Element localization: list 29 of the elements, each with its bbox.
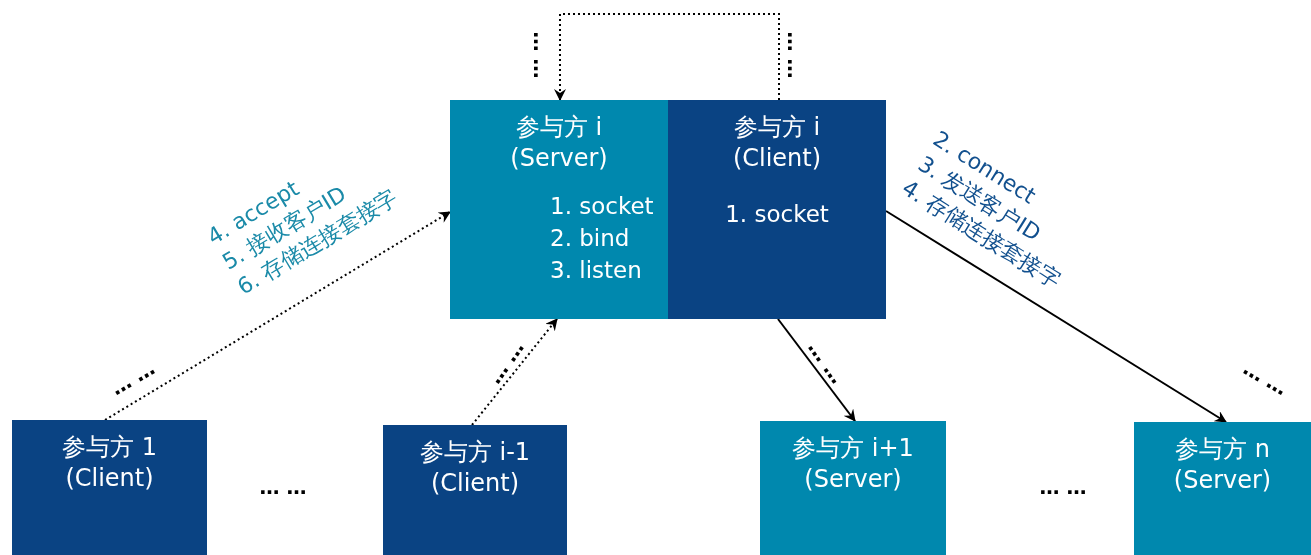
participant-title: 参与方 1 (Client) [61,432,158,494]
participant-title: 参与方 i (Client) [731,112,823,174]
ellipsis: … … [1239,357,1291,399]
participant-title: 参与方 n (Server) [1172,434,1273,496]
server-box [450,100,668,319]
server-box [760,421,946,555]
arrow [777,318,856,422]
arrow [471,318,558,426]
server-box [1134,422,1311,555]
ellipsis: … … [483,337,527,387]
arrow [104,211,451,421]
step-text: 1. socket [725,200,829,229]
ellipsis: … … [785,31,805,79]
ellipsis: … … [259,477,307,497]
arrow [885,210,1227,423]
client-box [668,100,886,319]
step-text: 3. listen [549,256,642,285]
ellipsis: … … [106,357,158,399]
participant-title: 参与方 i+1 (Server) [791,433,915,495]
ellipsis: … … [531,31,551,79]
participant-title: 参与方 i-1 (Client) [418,437,532,499]
client-box [383,425,567,555]
participant-title: 参与方 i (Server) [509,112,609,174]
step-text: 2. bind [549,224,630,253]
client-box [12,420,207,555]
ellipsis: … … [804,337,848,387]
ellipsis: … … [1039,477,1087,497]
step-text: 1. socket [549,192,654,221]
arrow [554,13,780,101]
